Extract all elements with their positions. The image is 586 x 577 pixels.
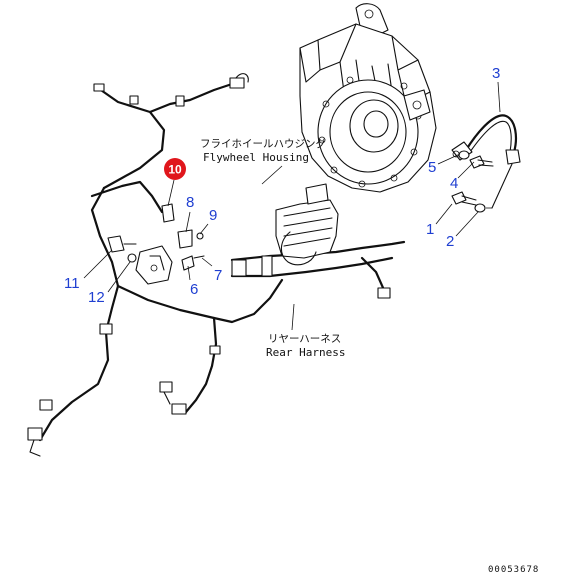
highlight-marker	[164, 158, 186, 180]
document-number: 00053678	[488, 565, 539, 575]
rear-harness-label-en: Rear Harness	[266, 346, 345, 359]
bolts-and-washers	[451, 150, 494, 213]
callout-8[interactable]: 8	[186, 194, 194, 211]
callout-3[interactable]: 3	[492, 65, 500, 82]
leader-lines	[83, 81, 501, 331]
callout-11[interactable]: 11	[64, 275, 80, 292]
rear-harness-label-jp: リヤーハーネス	[268, 333, 341, 345]
flywheel-housing-drawing	[299, 3, 437, 193]
callout-6[interactable]: 6	[190, 281, 198, 298]
flywheel-housing-label-en: Flywheel Housing	[203, 151, 309, 164]
rear-harness-drawing	[27, 73, 406, 457]
callout-2[interactable]: 2	[446, 233, 454, 250]
callout-10[interactable]: 10	[168, 163, 182, 177]
flywheel-housing-label-jp: フライホイールハウジング	[200, 137, 326, 150]
callout-5[interactable]: 5	[428, 159, 436, 176]
callout-4[interactable]: 4	[450, 175, 458, 192]
callout-9[interactable]: 9	[209, 207, 217, 224]
callout-10-highlight[interactable]: 10	[164, 158, 186, 180]
callout-12[interactable]: 12	[88, 289, 105, 306]
callout-7[interactable]: 7	[214, 267, 222, 284]
callout-1[interactable]: 1	[426, 221, 434, 238]
